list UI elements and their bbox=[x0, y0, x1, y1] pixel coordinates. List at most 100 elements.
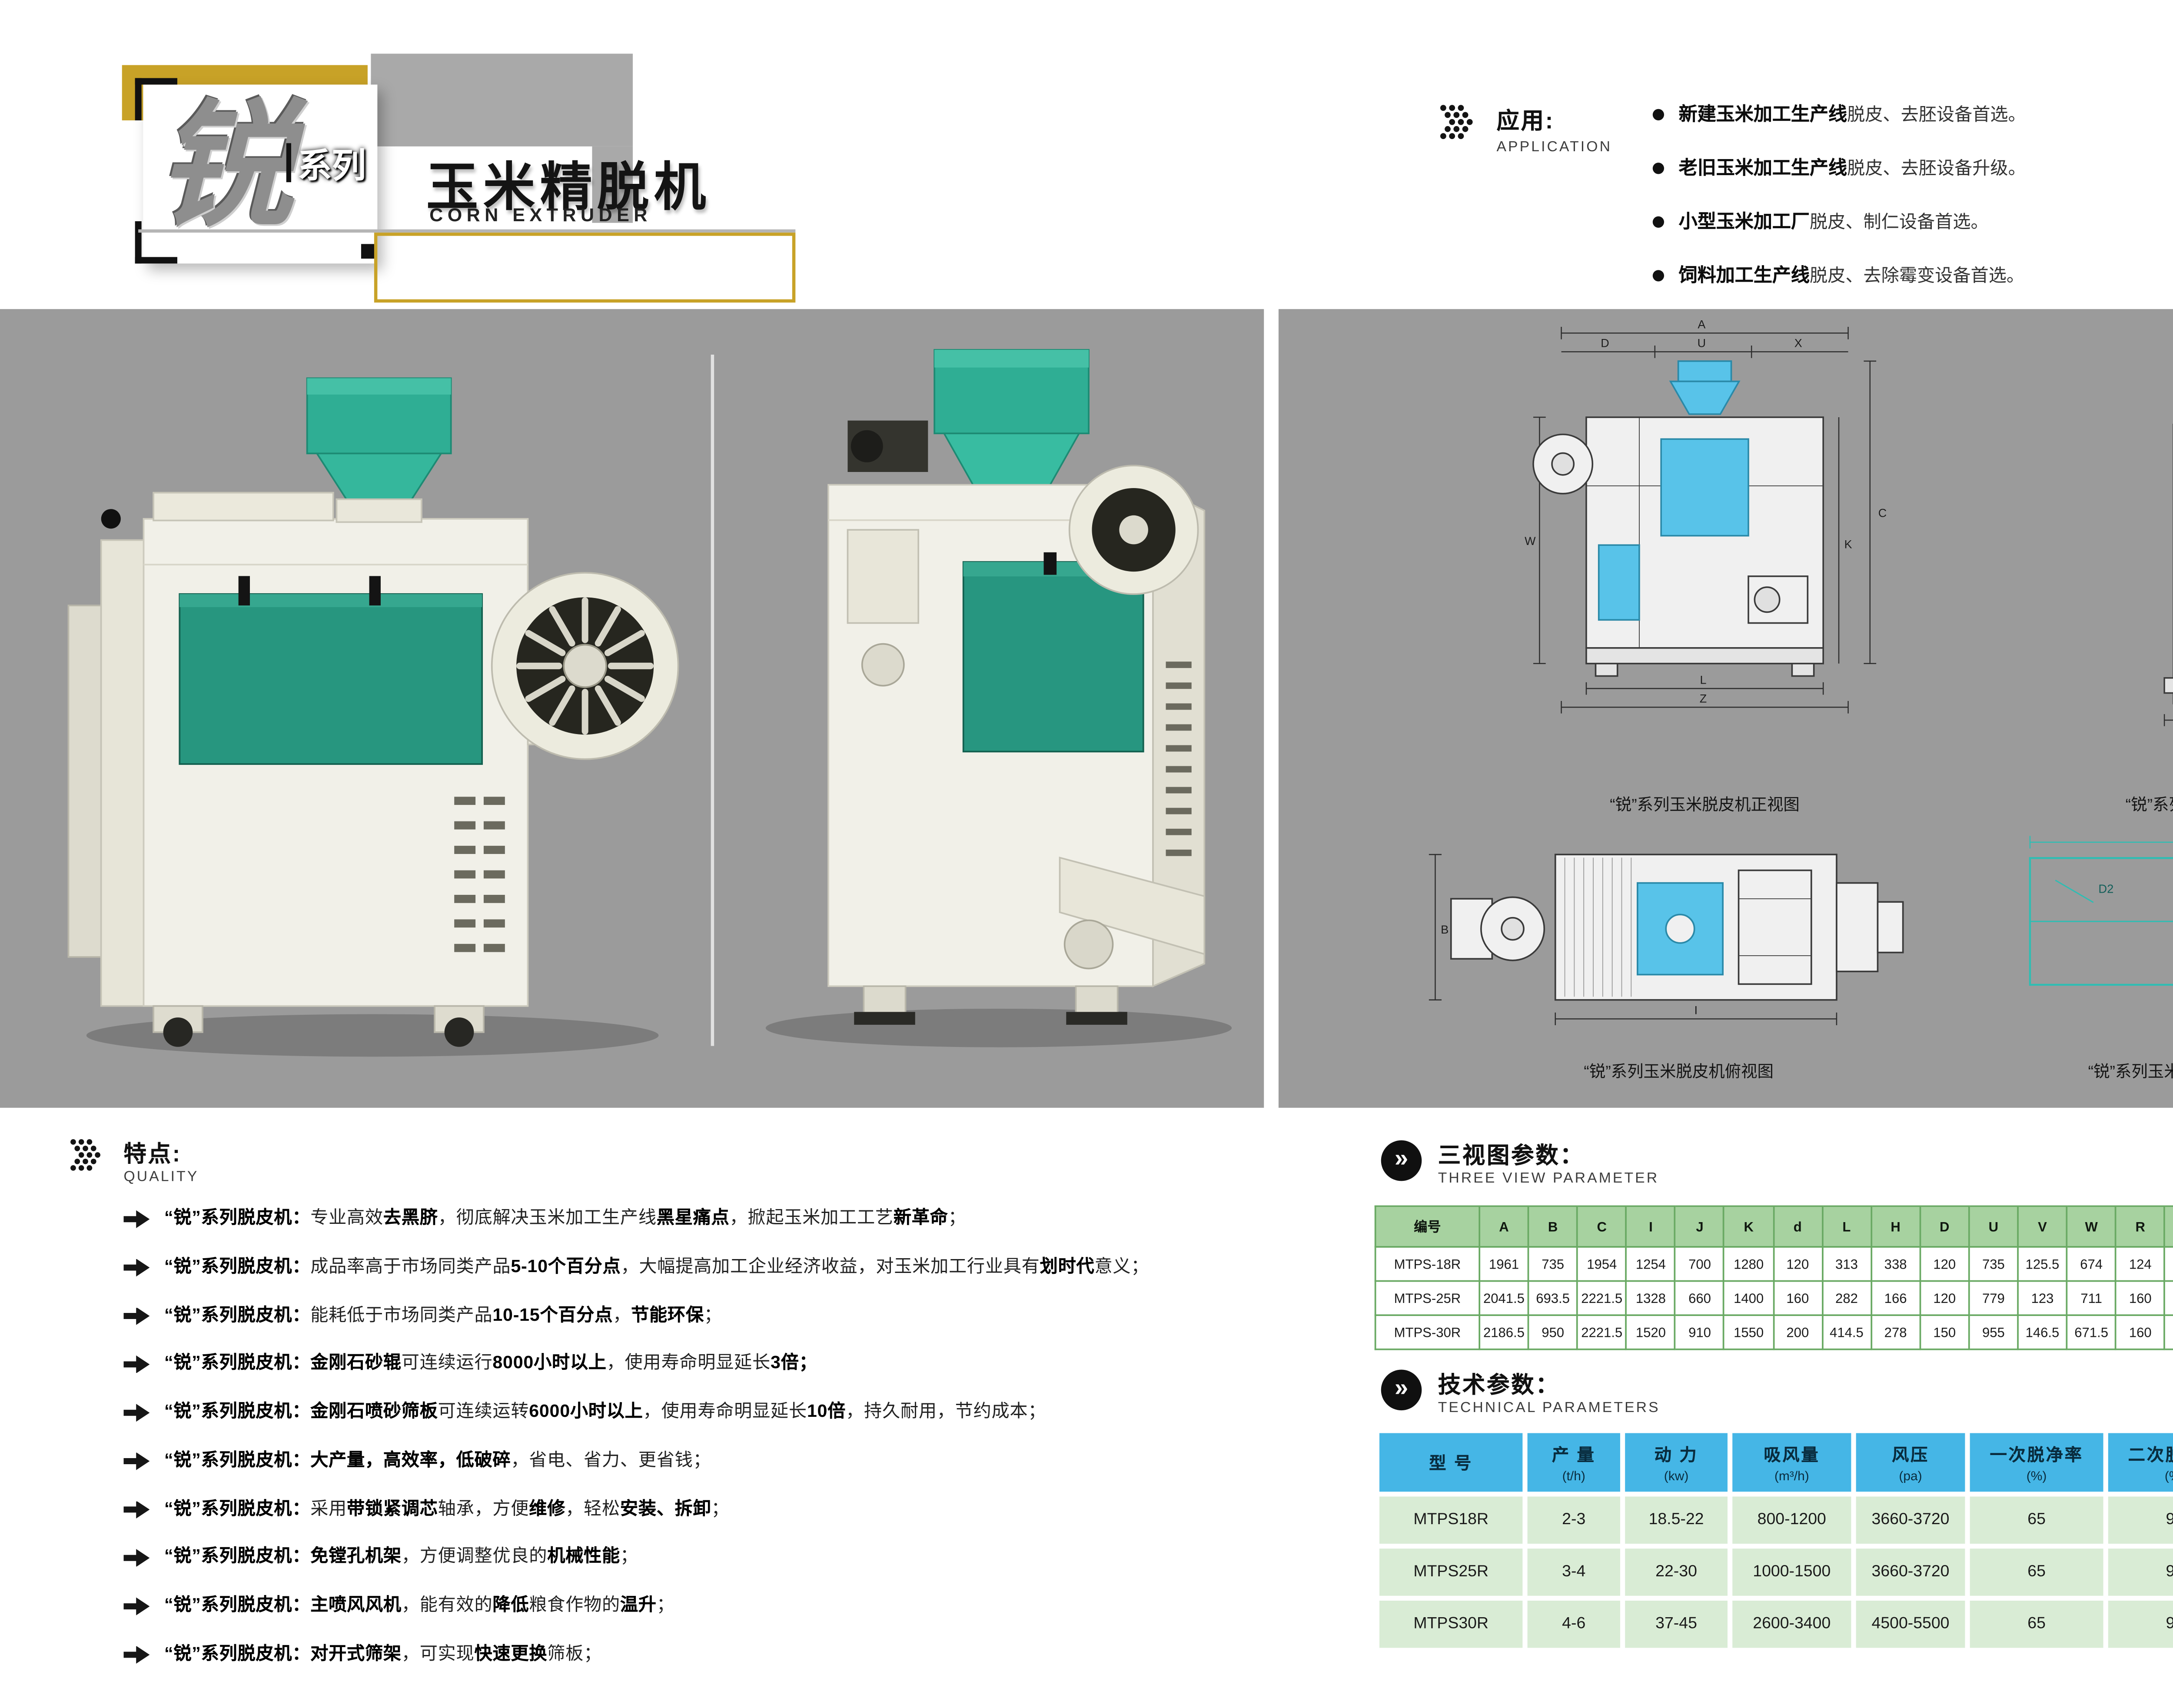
cell: 150 bbox=[1919, 1314, 1970, 1350]
cell: 660 bbox=[1674, 1280, 1725, 1316]
header-cell: J bbox=[1674, 1205, 1725, 1248]
feature-item: “锐”系列脱皮机：大产量，高效率，低破碎，省电、省力、更省钱； bbox=[123, 1451, 1246, 1473]
dim-label: C bbox=[1878, 507, 1887, 520]
feature-item: “锐”系列脱皮机：采用带锁紧调芯轴承，方便维修，轻松安装、拆卸； bbox=[123, 1499, 1246, 1521]
cell: 1254 bbox=[1625, 1246, 1676, 1282]
cell: 2-3 bbox=[1527, 1496, 1620, 1544]
header-cell: W bbox=[2066, 1205, 2117, 1248]
corner-mark-icon bbox=[135, 257, 177, 264]
table-row: 型 号产 量(t/h)动 力(kw)吸风量(m³/h)风压(pa)一次脱净率(%… bbox=[1379, 1433, 2173, 1492]
corner-mark-icon bbox=[361, 244, 376, 259]
dimension-lines bbox=[1429, 854, 1837, 1025]
cell: 160 bbox=[1772, 1280, 1823, 1316]
floor-layout-drawing: A1 E B1 D2 D1 bbox=[2029, 836, 2173, 986]
cell: 65 bbox=[1970, 1496, 2103, 1544]
front-view-drawing: A D U X W C K L Z bbox=[1525, 318, 1887, 714]
cell: 200 bbox=[1772, 1314, 1823, 1350]
dim-label: U bbox=[1698, 337, 1706, 350]
cell: 133 bbox=[2164, 1280, 2173, 1316]
header-cell: 二次脱净率(%) bbox=[2108, 1433, 2173, 1492]
table-row: MTPS18R2-318.5-22800-12003660-3720659576… bbox=[1379, 1496, 2173, 1544]
header-cell: C bbox=[1576, 1205, 1627, 1248]
inspection-door bbox=[179, 576, 483, 765]
cell: 2186.5 bbox=[1479, 1314, 1529, 1350]
application-item: 小型玉米加工厂脱皮、制仁设备首选。 bbox=[1652, 208, 2141, 234]
machine-outline bbox=[2163, 424, 2173, 704]
header-cell: U bbox=[1968, 1205, 2019, 1248]
floor-layout-caption: “锐”系列玉米脱皮机地面布置图 bbox=[2088, 1063, 2173, 1082]
features-heading-en: QUALITY bbox=[123, 1168, 199, 1184]
cell: 779 bbox=[1968, 1280, 2019, 1316]
cell: 671.5 bbox=[2066, 1314, 2117, 1350]
header-cell: X bbox=[2164, 1205, 2173, 1248]
table-row: MTPS30R4-637-452600-34004500-55006595105… bbox=[1379, 1601, 2173, 1648]
application-item-text: 脱皮、去胚设备升级。 bbox=[1847, 159, 2026, 179]
three-view-heading-en: THREE VIEW PARAMETER bbox=[1438, 1170, 1659, 1186]
bullet-dot-icon bbox=[1652, 162, 1664, 173]
features-heading: 特点: bbox=[123, 1140, 182, 1166]
cell: 2221.5 bbox=[1576, 1280, 1627, 1316]
dim-label: D bbox=[1601, 337, 1609, 350]
three-view-table: 编号ABCIJKdLHDUVWRXZD2A1B1ED1MTPS-18R19617… bbox=[1374, 1205, 2173, 1350]
cell: 414.5 bbox=[1821, 1314, 1872, 1350]
chevron-circle-icon: » bbox=[1381, 1140, 1422, 1181]
arrow-bullet-icon bbox=[123, 1645, 150, 1664]
cell: 22-30 bbox=[1625, 1548, 1728, 1596]
page-subtitle: CORN EXTRUDER bbox=[429, 206, 652, 226]
header-cell: 一次脱净率(%) bbox=[1970, 1433, 2103, 1492]
feature-item: “锐”系列脱皮机：免镗孔机架，方便调整优良的机械性能； bbox=[123, 1547, 1246, 1569]
cell: 711 bbox=[2066, 1280, 2117, 1316]
application-item-lead: 小型玉米加工厂 bbox=[1678, 213, 1810, 233]
header-cell: V bbox=[2017, 1205, 2068, 1248]
cell: 146.5 bbox=[2017, 1314, 2068, 1350]
corner-mark-icon bbox=[135, 221, 142, 264]
cell: 1550 bbox=[1723, 1314, 1774, 1350]
header-cell: 编号 bbox=[1374, 1205, 1481, 1248]
cell: 693.5 bbox=[1527, 1280, 1578, 1316]
cell: 2600-3400 bbox=[1732, 1601, 1851, 1648]
cell: MTPS-30R bbox=[1374, 1314, 1481, 1350]
application-item-text: 脱皮、去除霉变设备首选。 bbox=[1809, 266, 2025, 286]
bullet-dot-icon bbox=[1652, 108, 1664, 120]
hopper bbox=[306, 377, 452, 523]
cell: 65 bbox=[1970, 1601, 2103, 1648]
header-cell: L bbox=[1821, 1205, 1872, 1248]
cell: 95 bbox=[2108, 1496, 2173, 1544]
arrow-bullet-icon bbox=[123, 1355, 150, 1373]
header-cell: 动 力(kw) bbox=[1625, 1433, 1728, 1492]
machine-outline bbox=[1532, 360, 1824, 677]
dim-label: X bbox=[1794, 337, 1802, 350]
vent-slots bbox=[1166, 661, 1192, 856]
cell: MTPS-18R bbox=[1374, 1246, 1481, 1282]
feature-item: “锐”系列脱皮机：专业高效去黑脐，彻底解决玉米加工生产线黑星痛点，掀起玉米加工工… bbox=[123, 1209, 1246, 1231]
cell: 166 bbox=[1870, 1280, 1921, 1316]
cell: 120 bbox=[1919, 1246, 1970, 1282]
drawings-panel: A D U X W C K L Z “锐”系列玉米脱皮机正视图 bbox=[1278, 309, 2173, 1108]
cell: 950 bbox=[1527, 1314, 1578, 1350]
arrow-bullet-icon bbox=[123, 1549, 150, 1567]
cell: 313 bbox=[1821, 1246, 1872, 1282]
series-divider-bar bbox=[286, 143, 291, 183]
feature-item-text: “锐”系列脱皮机：采用带锁紧调芯轴承，方便维修，轻松安装、拆卸； bbox=[164, 1499, 730, 1519]
machine-photo-left bbox=[67, 377, 679, 1057]
dimension-lines bbox=[2163, 714, 2173, 726]
application-heading: 应用: bbox=[1496, 107, 1555, 133]
cell: 120 bbox=[1772, 1246, 1823, 1282]
cell: 735 bbox=[1968, 1246, 2019, 1282]
feature-item-text: “锐”系列脱皮机：免镗孔机架，方便调整优良的机械性能； bbox=[164, 1547, 638, 1567]
header-cell: H bbox=[1870, 1205, 1921, 1248]
feature-item-text: “锐”系列脱皮机：能耗低于市场同类产品10-15个百分点，节能环保； bbox=[164, 1305, 722, 1325]
side-view-caption: “锐”系列脱皮机侧视图 bbox=[2125, 797, 2173, 815]
top-view-caption: “锐”系列玉米脱皮机俯视图 bbox=[1584, 1063, 1774, 1082]
header-cell: D bbox=[1919, 1205, 1970, 1248]
application-item-text: 脱皮、去胚设备首选。 bbox=[1847, 106, 2026, 126]
feature-item-text: “锐”系列脱皮机：对开式筛架，可实现快速更换筛板； bbox=[164, 1644, 602, 1664]
layout-outline bbox=[2029, 857, 2173, 986]
cell: MTPS25R bbox=[1379, 1548, 1523, 1596]
dim-label: B bbox=[1441, 923, 1449, 936]
dim-label: L bbox=[1700, 673, 1706, 686]
cell: MTPS-25R bbox=[1374, 1280, 1481, 1316]
header-cell: A bbox=[1479, 1205, 1529, 1248]
cell: 123 bbox=[2017, 1280, 2068, 1316]
